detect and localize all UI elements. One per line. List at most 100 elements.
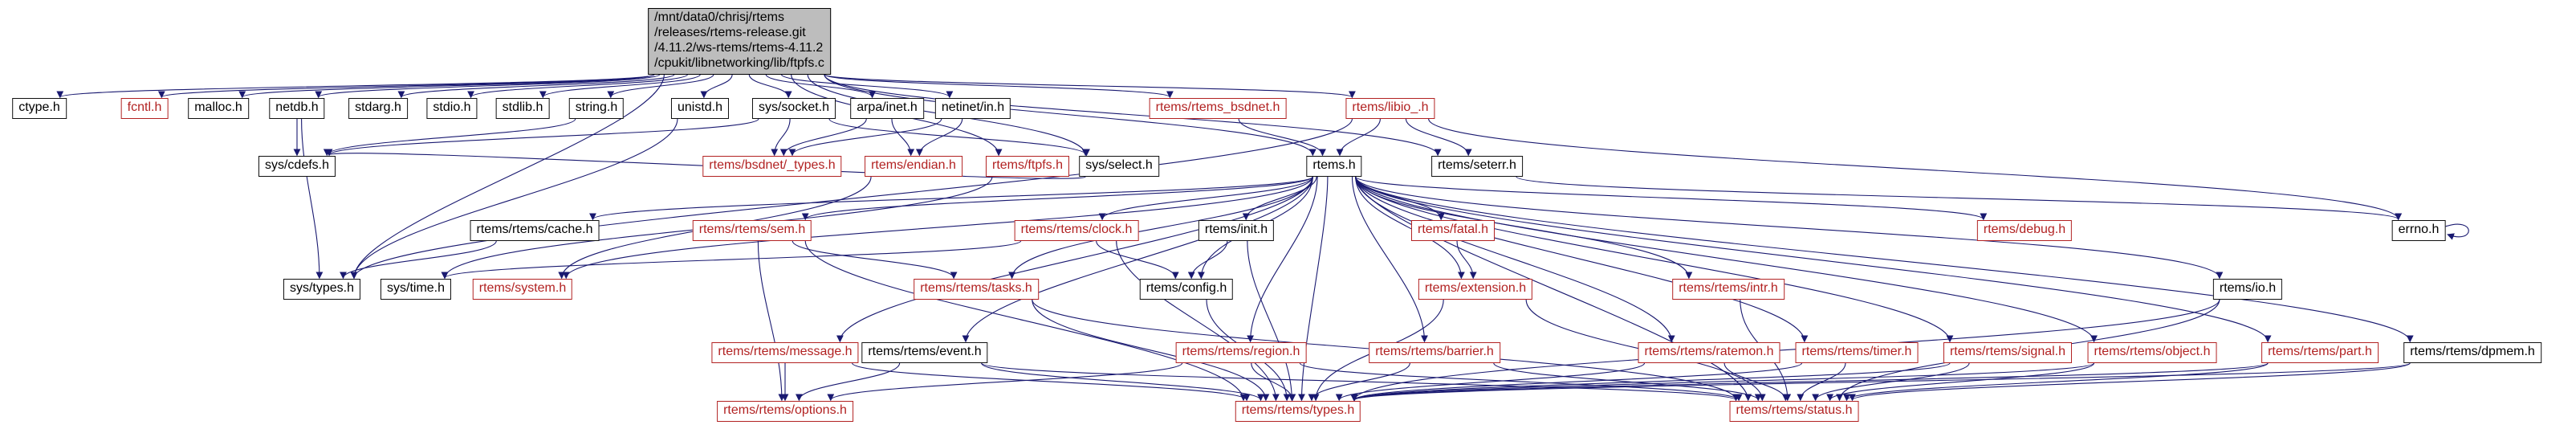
edge-region-types: [1251, 362, 1296, 402]
edge-rtems_h-region: [1247, 176, 1318, 343]
edge-signal-types: [1351, 362, 1951, 402]
edge-clock-config: [1096, 240, 1179, 280]
graph-node-stdio: stdio.h: [426, 98, 478, 119]
edge-rtems_h-dpmem: [1355, 176, 2414, 343]
edge-rtems_h-system: [562, 176, 1313, 280]
graph-node-stdarg: stdarg.h: [348, 98, 408, 119]
edge-region-options: [827, 362, 1183, 402]
edge-clock-sys_time: [441, 240, 1022, 280]
edge-rtems_h-types: [1298, 176, 1329, 402]
edge-rtems_h-barrier: [1351, 176, 1428, 343]
edge-sem-options: [757, 240, 786, 402]
graph-node-sys_types: sys/types.h: [283, 279, 361, 300]
edge-rtems_h-message: [836, 176, 1313, 343]
edge-dpmem-status: [1849, 362, 2411, 402]
edge-libio_-sys_types: [350, 118, 1353, 280]
graph-node-region[interactable]: rtems/rtems/region.h: [1175, 342, 1307, 363]
edge-rtems_h-cache: [589, 176, 1313, 221]
edge-ratemon-status: [1723, 362, 1789, 402]
edge-cache-sys_types: [340, 240, 497, 280]
graph-node-sys_select: sys/select.h: [1079, 156, 1159, 177]
graph-node-clock[interactable]: rtems/rtems/clock.h: [1014, 220, 1139, 241]
edge-barrier-status: [1493, 362, 1762, 402]
graph-node-config: rtems/config.h: [1139, 279, 1234, 300]
edge-arpa_inet-bsdnet_types: [779, 118, 867, 157]
edge-root-netdb: [315, 73, 661, 99]
edge-event-types: [981, 362, 1264, 402]
graph-node-rtems_bsdnet[interactable]: rtems/rtems_bsdnet.h: [1149, 98, 1287, 119]
graph-node-extension[interactable]: rtems/extension.h: [1418, 279, 1533, 300]
graph-node-ratemon[interactable]: rtems/rtems/ratemon.h: [1638, 342, 1780, 363]
edge-rtems_h-tasks: [1008, 176, 1313, 280]
graph-node-rtems_h: rtems.h: [1306, 156, 1362, 177]
edge-rtems_h-status: [1355, 176, 1752, 402]
edge-seterr-errno: [1516, 176, 2402, 221]
edge-root-sys_socket: [748, 74, 792, 99]
edge-rtems_h-timer: [1355, 176, 1809, 343]
edge-errno-errno: [2445, 223, 2469, 240]
edge-root-sys_types: [350, 74, 665, 280]
graph-node-message[interactable]: rtems/rtems/message.h: [711, 342, 859, 363]
graph-node-fatal[interactable]: rtems/fatal.h: [1410, 220, 1496, 241]
graph-node-debug[interactable]: rtems/debug.h: [1976, 220, 2073, 241]
edge-tasks-types: [1032, 299, 1270, 402]
edge-timer-types: [1350, 362, 1803, 402]
edge-sys_socket-sys_select: [828, 118, 1090, 157]
edge-fatal-extension: [1456, 240, 1477, 280]
graph-node-event: rtems/rtems/event.h: [861, 342, 988, 363]
graph-node-types[interactable]: rtems/rtems/types.h: [1235, 401, 1361, 422]
edge-object-status: [1826, 362, 2095, 402]
edge-rtems_h-io: [1355, 176, 2224, 280]
edge-root-ctype: [56, 73, 655, 99]
graph-node-system[interactable]: rtems/system.h: [472, 279, 573, 300]
edge-object-types: [1351, 362, 2095, 402]
edge-root-stdarg: [397, 73, 675, 99]
graph-node-object[interactable]: rtems/rtems/object.h: [2087, 342, 2217, 363]
graph-node-timer[interactable]: rtems/rtems/timer.h: [1795, 342, 1919, 363]
graph-node-status[interactable]: rtems/rtems/status.h: [1729, 401, 1859, 422]
graph-node-arpa_inet: arpa/inet.h: [850, 98, 924, 119]
graph-node-netinet_in: netinet/in.h: [934, 98, 1011, 119]
graph-node-malloc: malloc.h: [188, 98, 249, 119]
edge-rtems_h-sem: [802, 176, 1313, 221]
graph-node-netdb: netdb.h: [269, 98, 325, 119]
edge-netdb-sys_types: [301, 118, 324, 280]
edge-event-options: [796, 362, 901, 402]
edge-root-libio_: [824, 73, 1356, 99]
edge-netinet_in-endian: [916, 118, 963, 157]
graph-node-cache: rtems/rtems/cache.h: [470, 220, 600, 241]
graph-node-seterr: rtems/seterr.h: [1431, 156, 1523, 177]
edge-part-types: [1351, 362, 2269, 402]
edge-libio_-rtems_h: [1336, 118, 1381, 157]
edge-rtems_h-init: [1242, 176, 1317, 221]
graph-node-options[interactable]: rtems/rtems/options.h: [717, 401, 853, 422]
graph-node-libio_[interactable]: rtems/libio_.h: [1345, 98, 1435, 119]
graph-node-sys_cdefs: sys/cdefs.h: [258, 156, 336, 177]
graph-node-intr[interactable]: rtems/rtems/intr.h: [1672, 279, 1784, 300]
graph-node-dpmem: rtems/rtems/dpmem.h: [2403, 342, 2541, 363]
graph-node-tasks[interactable]: rtems/rtems/tasks.h: [914, 279, 1039, 300]
edge-root-rtems_bsdnet: [824, 73, 1174, 99]
graph-node-endian[interactable]: rtems/endian.h: [865, 156, 962, 177]
graph-node-errno: errno.h: [2391, 220, 2446, 241]
edge-init-types: [1247, 240, 1296, 402]
edge-rtems_bsdnet-rtems_h: [1238, 118, 1326, 157]
graph-node-barrier[interactable]: rtems/rtems/barrier.h: [1369, 342, 1500, 363]
graph-node-bsdnet_types[interactable]: rtems/bsdnet/_types.h: [702, 156, 842, 177]
edge-rtems_h-extension: [1355, 176, 1465, 280]
graph-node-fcntl[interactable]: fcntl.h: [120, 98, 169, 119]
edge-sys_socket-bsdnet_types: [771, 118, 791, 157]
graph-node-sem[interactable]: rtems/rtems/sem.h: [692, 220, 812, 241]
edge-string-sys_cdefs: [324, 118, 576, 157]
edge-rtems_h-event: [962, 176, 1313, 343]
edge-part-status: [1843, 362, 2269, 402]
edge-root-malloc: [238, 73, 655, 99]
edge-root-stdlib: [539, 73, 701, 99]
edge-root-string: [607, 74, 714, 99]
edge-unistd-sys_types: [350, 118, 678, 280]
graph-node-string: string.h: [568, 98, 625, 119]
edge-root-arpa_inet: [765, 74, 876, 99]
graph-node-signal[interactable]: rtems/rtems/signal.h: [1943, 342, 2073, 363]
graph-node-ftpfs_h[interactable]: rtems/ftpfs.h: [985, 156, 1070, 177]
graph-node-part[interactable]: rtems/rtems/part.h: [2261, 342, 2379, 363]
